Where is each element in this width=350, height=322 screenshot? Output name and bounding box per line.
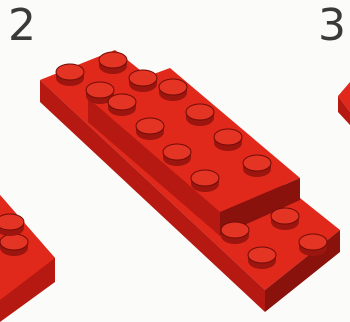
lego-stud-icon <box>186 104 214 126</box>
lego-stud-icon <box>159 79 187 101</box>
lego-stud-icon <box>163 144 191 166</box>
partial-plate-left <box>0 195 55 322</box>
lego-stud-icon <box>271 208 299 230</box>
lego-stud-icon <box>0 214 24 236</box>
lego-stud-icon <box>56 64 84 86</box>
lego-stud-icon <box>129 70 157 92</box>
lego-stud-icon <box>136 118 164 140</box>
lego-stud-icon <box>191 170 219 192</box>
lego-stud-icon <box>248 247 276 269</box>
lego-stud-icon <box>0 234 28 256</box>
partial-brick-right <box>338 82 350 125</box>
lego-stud-icon <box>108 94 136 116</box>
lego-stud-icon <box>214 129 242 151</box>
lego-stud-icon <box>243 155 271 177</box>
lego-stud-icon <box>299 234 327 256</box>
lego-stud-icon <box>221 222 249 244</box>
lego-stud-icon <box>99 52 127 74</box>
